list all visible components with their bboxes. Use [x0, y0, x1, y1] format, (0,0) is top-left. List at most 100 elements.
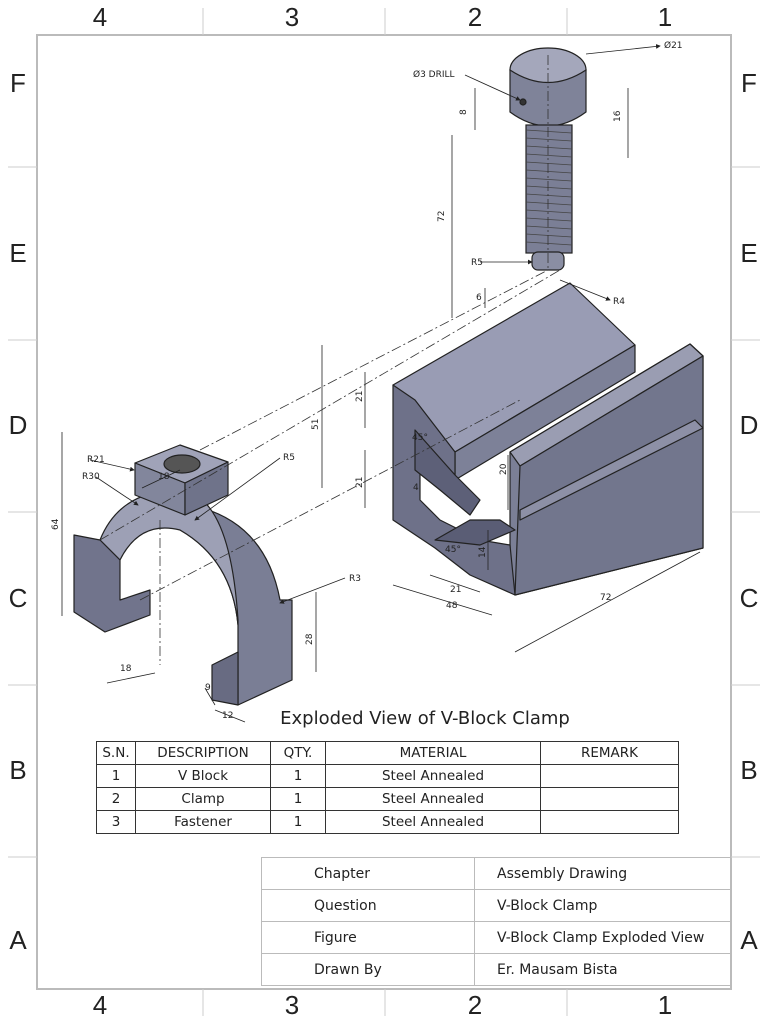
zone-col-3-top: 3 [284, 2, 300, 32]
bom-cell: Steel Annealed [325, 810, 541, 834]
dim-48: 48 [446, 601, 458, 611]
thread-lines [525, 129, 573, 246]
bom-header: REMARK [540, 741, 679, 765]
bom-cell: V Block [135, 764, 271, 788]
title-block-value: Assembly Drawing [474, 857, 731, 890]
v-block-part [392, 282, 704, 596]
centre-lines [99, 55, 561, 665]
dim-6: 6 [476, 293, 482, 303]
zone-ticks [8, 8, 760, 1016]
zone-row-f-right: F [741, 68, 757, 98]
dimension-lines [61, 44, 701, 723]
bom-cell: 1 [96, 764, 136, 788]
bom-cell: 1 [270, 810, 326, 834]
zone-row-e-right: E [740, 238, 758, 268]
title-block-value: Er. Mausam Bista [474, 953, 731, 986]
dim-r5-clamp: R5 [283, 453, 295, 463]
threaded-hole [163, 454, 201, 474]
dim-72-block: 72 [600, 593, 611, 603]
clamp-part [73, 444, 293, 706]
dim-21-top: 21 [355, 391, 365, 402]
title-block-key: Chapter [261, 857, 475, 890]
dim-16: 16 [613, 110, 623, 122]
drill-hole [519, 98, 527, 106]
zone-row-c-right: C [739, 583, 759, 613]
dim-72-bolt: 72 [437, 211, 447, 222]
title-block: Chapter Assembly Drawing Question V-Bloc… [261, 857, 731, 986]
bom-cell: Steel Annealed [325, 764, 541, 788]
dim-45-bot: 45° [445, 545, 461, 555]
clamp-right-foot [211, 651, 239, 706]
dim-64: 64 [51, 518, 61, 530]
table-row: 1 V Block 1 Steel Annealed [96, 764, 679, 788]
zone-row-d-right: D [739, 410, 759, 440]
bom-header: QTY. [270, 741, 326, 765]
bom-cell: Steel Annealed [325, 787, 541, 811]
dim-21-bot: 21 [450, 585, 461, 595]
bill-of-materials: S.N. DESCRIPTION QTY. MATERIAL REMARK 1 … [96, 741, 679, 834]
dim-14: 14 [478, 546, 488, 558]
bom-cell: 3 [96, 810, 136, 834]
dim-r3: R3 [349, 574, 361, 584]
dim-r21: R21 [87, 455, 105, 465]
zone-col-4-bottom: 4 [92, 990, 108, 1020]
title-block-row: Drawn By Er. Mausam Bista [261, 953, 731, 986]
zone-col-1-bottom: 1 [657, 990, 673, 1020]
zone-col-2-bottom: 2 [467, 990, 483, 1020]
title-block-key: Question [261, 889, 475, 922]
dim-18-bot: 18 [120, 664, 132, 674]
zone-col-1-top: 1 [657, 2, 673, 32]
zone-row-c-left: C [8, 583, 28, 613]
title-block-key: Drawn By [261, 953, 475, 986]
title-block-key: Figure [261, 921, 475, 954]
zone-col-4-top: 4 [92, 2, 108, 32]
dim-8: 8 [459, 109, 469, 115]
zone-row-a-left: A [9, 925, 27, 955]
title-block-value: V-Block Clamp [474, 889, 731, 922]
dim-18-top: 18 [158, 472, 170, 482]
zone-row-f-left: F [10, 68, 26, 98]
dim-28: 28 [305, 633, 315, 645]
bom-cell [540, 787, 679, 811]
dim-9: 9 [205, 683, 211, 693]
bom-header: MATERIAL [325, 741, 541, 765]
fastener-threaded-shank [525, 124, 573, 254]
dim-fastener-dia: Ø21 [664, 40, 683, 51]
bom-cell [540, 810, 679, 834]
zone-col-3-bottom: 3 [284, 990, 300, 1020]
zone-col-2-top: 2 [467, 2, 483, 32]
bom-cell: Clamp [135, 787, 271, 811]
zone-row-b-left: B [9, 755, 27, 785]
dim-r4: R4 [613, 297, 625, 307]
title-block-row: Figure V-Block Clamp Exploded View [261, 921, 731, 954]
drawing-title: Exploded View of V-Block Clamp [280, 708, 570, 729]
bom-cell: 2 [96, 787, 136, 811]
bom-header-row: S.N. DESCRIPTION QTY. MATERIAL REMARK [96, 741, 679, 765]
zone-row-b-right: B [740, 755, 758, 785]
table-row: 2 Clamp 1 Steel Annealed [96, 787, 679, 811]
title-block-row: Question V-Block Clamp [261, 889, 731, 922]
dim-51: 51 [311, 419, 321, 430]
title-block-row: Chapter Assembly Drawing [261, 857, 731, 890]
bom-cell: Fastener [135, 810, 271, 834]
table-row: 3 Fastener 1 Steel Annealed [96, 810, 679, 834]
dim-20: 20 [499, 463, 509, 475]
dim-12: 12 [222, 711, 233, 721]
dimension-labels: Ø21 Ø3 DRILL 8 16 72 R5 6 R4 51 21 21 45… [51, 40, 683, 721]
bom-cell: 1 [270, 787, 326, 811]
bom-header: DESCRIPTION [135, 741, 271, 765]
clamp-left-leg [73, 534, 151, 633]
title-block-value: V-Block Clamp Exploded View [474, 921, 731, 954]
dim-r30: R30 [82, 472, 100, 482]
dim-45-top: 45° [412, 433, 428, 443]
dim-4: 4 [413, 483, 419, 493]
dim-drill: Ø3 DRILL [413, 69, 455, 80]
bom-cell: 1 [270, 764, 326, 788]
dim-21-mid: 21 [355, 477, 365, 488]
bom-header: S.N. [96, 741, 136, 765]
bom-cell [540, 764, 679, 788]
zone-row-a-right: A [740, 925, 758, 955]
zone-row-d-left: D [8, 410, 28, 440]
zone-row-e-left: E [9, 238, 27, 268]
